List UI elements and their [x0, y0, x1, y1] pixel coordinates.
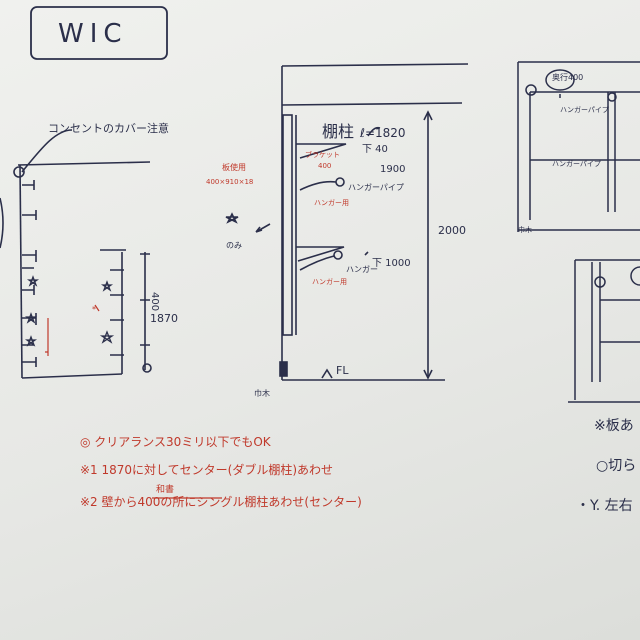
hanger-bar-label: ハンガー用 — [314, 198, 349, 207]
baseboard-label: 巾木 — [254, 388, 270, 398]
top-level: 下 40 — [362, 144, 388, 155]
title-box: WIC — [30, 6, 168, 60]
hanger-bar-lower: ハンガー用 — [312, 277, 347, 286]
board-used: 板使用 — [222, 162, 246, 172]
bracket-label: ブラケット — [305, 150, 340, 159]
right-note-1: ※板あ — [594, 418, 634, 434]
plan-stars — [24, 275, 115, 347]
board-size: 400×910×18 — [206, 178, 253, 186]
page-title: WIC — [58, 19, 128, 49]
floor-line: FL — [336, 364, 349, 377]
plan-dim-1870: 1870 — [150, 312, 178, 325]
elevation-top-label: 奥行400 — [552, 72, 583, 82]
elevation-hanger-lower: ハンガーパイプ — [552, 159, 601, 168]
plan-red-marks — [45, 304, 100, 356]
right-note-2: ○切ら — [596, 458, 636, 474]
post-length: ℓ=1820 — [359, 126, 406, 140]
post-label: 棚柱 — [322, 122, 354, 141]
note-line-3: ※2 壁から400の所にシングル棚柱あわせ(センター) — [80, 494, 362, 509]
right-note-3: ・Y. 左右 — [576, 498, 633, 514]
note-line-1: ◎ クリアランス30ミリ以下でもOK — [80, 435, 272, 449]
elevation-hanger-upper: ハンガーパイプ — [560, 105, 609, 114]
hanger-pipe-label: ハンガーパイプ — [348, 182, 404, 192]
hanger-pipe-lower: ハンガー — [346, 264, 378, 274]
mid-level: 1900 — [380, 164, 405, 175]
note-line-2: ※1 1870に対してセンター(ダブル棚柱)あわせ — [80, 462, 333, 477]
outlet-note: コンセントのカバー注意 — [48, 121, 169, 135]
bracket-size: 400 — [318, 162, 331, 170]
section-view — [225, 63, 469, 381]
plan-red-star: * — [92, 305, 96, 314]
height-dim: 2000 — [438, 224, 466, 237]
note-struck-word: 和書 — [156, 483, 174, 495]
plan-dim-400: 400 — [149, 292, 160, 311]
mark-label: のみ — [226, 241, 242, 250]
notes-block: ◎ クリアランス30ミリ以下でもOK ※1 1870に対してセンター(ダブル棚柱… — [80, 435, 362, 509]
plan-view — [0, 129, 152, 379]
lower-level: 下 1000 — [372, 258, 411, 269]
elevation-baseboard: 巾木 — [518, 225, 532, 234]
elevation-view — [517, 61, 640, 403]
